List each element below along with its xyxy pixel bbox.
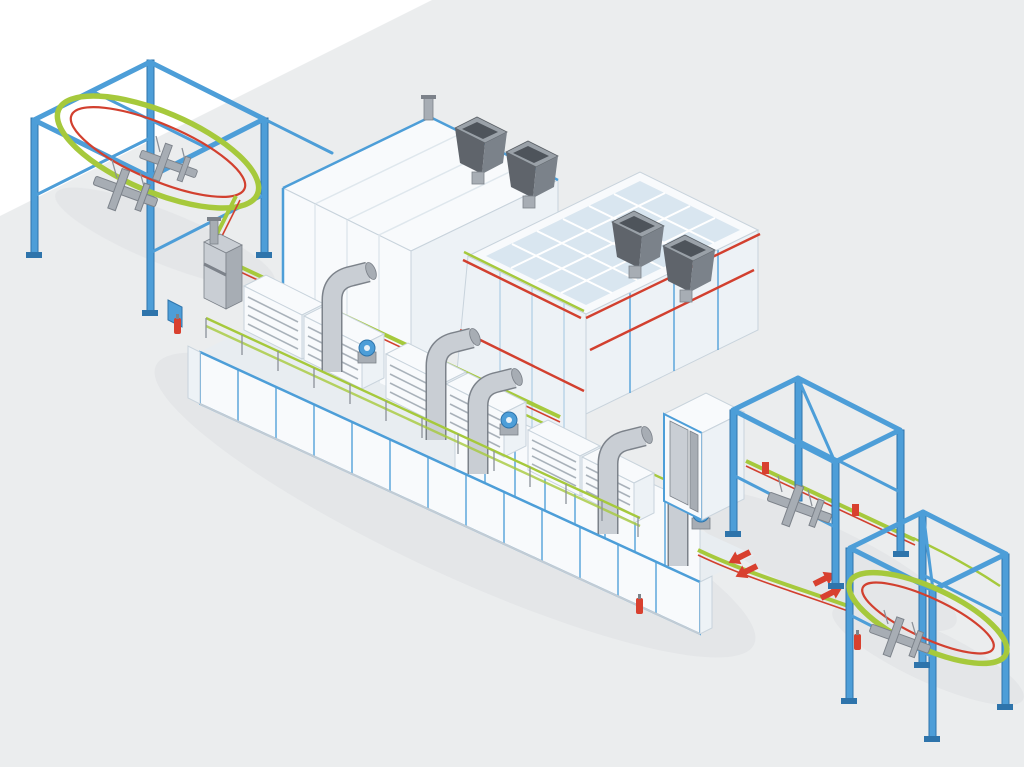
exhaust-duct-2 [425, 327, 481, 440]
direction-arrows-out [812, 571, 843, 601]
hopper-1 [454, 116, 508, 185]
right-gantry-2 [841, 509, 1013, 742]
booth-deck [200, 260, 754, 585]
left-conveyor-gantry [26, 59, 334, 316]
hanging-workpiece-left-2 [139, 135, 198, 183]
red-pipe-se-wall [589, 268, 755, 352]
conveyor-rail-exit-lower [697, 548, 849, 612]
deck-handrail [205, 316, 641, 537]
fan-unit-1 [357, 339, 377, 364]
hopper-2 [505, 140, 559, 209]
roof-walkway-rail [463, 250, 585, 313]
right-gantry-1-beams [730, 375, 903, 529]
fan-unit-2 [499, 411, 519, 436]
tower-stack-icon [209, 219, 219, 245]
front-wall-left-cap [187, 345, 201, 405]
exhaust-duct-1 [321, 261, 377, 372]
hanging-workpiece-right-2 [869, 609, 931, 659]
fire-extinguisher-2 [636, 594, 643, 614]
exhaust-ducts [321, 261, 723, 566]
front-wall-dividers [237, 370, 657, 614]
front-wall-right-cap [699, 575, 713, 635]
hanging-workpiece-right-1 [766, 475, 832, 529]
powder-hoppers [454, 116, 716, 303]
direction-arrows-in [728, 549, 759, 579]
hopper-4 [662, 234, 716, 303]
skylight-se-wall-studs [629, 250, 719, 393]
vestibule-door-1 [669, 420, 689, 506]
oven-chimney-icon [421, 95, 436, 121]
entry-tower [167, 217, 243, 328]
booth-front-wall [187, 345, 713, 636]
hanging-workpiece-left-1 [92, 159, 158, 213]
rail-tensioner-2 [852, 504, 859, 516]
exhaust-duct-4 [597, 425, 653, 534]
fire-extinguisher-3 [854, 630, 861, 650]
rail-tensioner-1 [762, 462, 769, 474]
right-gantry-1 [725, 375, 909, 589]
vestibule-door-2 [689, 430, 699, 513]
hopper-3 [611, 210, 665, 279]
fire-extinguisher-1 [174, 314, 181, 334]
exhaust-duct-3 [467, 367, 523, 474]
